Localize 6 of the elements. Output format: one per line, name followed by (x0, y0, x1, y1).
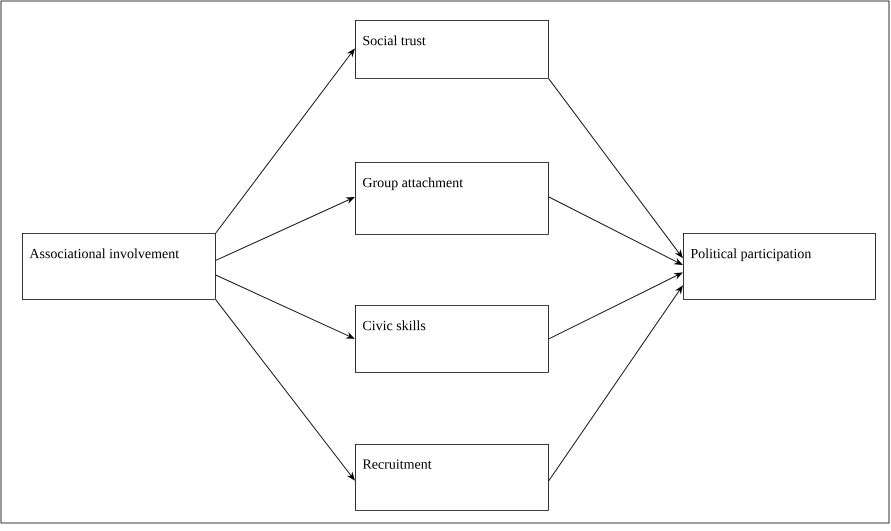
process-box: Political participation (683, 233, 876, 300)
process-box: Recruitment (355, 444, 549, 511)
process-box: Associational involvement (22, 233, 216, 300)
process-box: Civic skills (355, 305, 549, 373)
process-box: Social trust (355, 20, 549, 79)
process-box: Group attachment (355, 162, 549, 235)
